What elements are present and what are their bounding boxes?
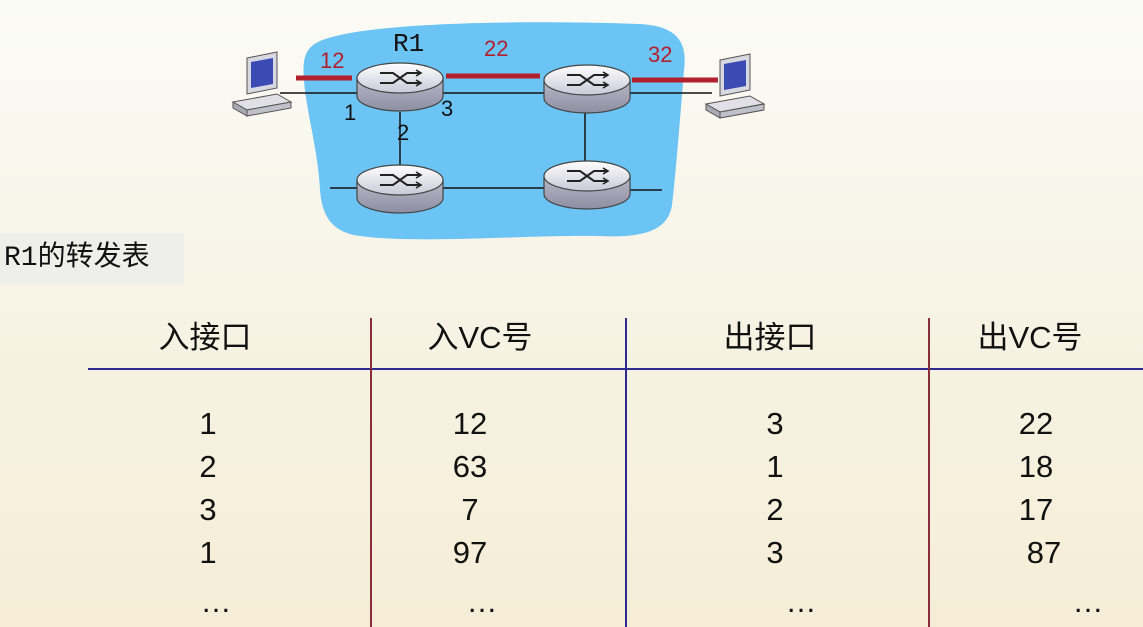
header-in-interface: 入接口 xyxy=(158,320,252,355)
port-label-3: 3 xyxy=(441,96,453,121)
table-cell: 1 xyxy=(766,449,784,484)
table-cell: … xyxy=(785,584,817,619)
column-divider xyxy=(625,318,627,627)
header-in-vc: 入VC号 xyxy=(427,320,533,355)
table-cell: 18 xyxy=(1018,449,1054,484)
router-bottom-right xyxy=(543,160,631,210)
host-right-computer-icon xyxy=(705,53,765,119)
router-r1 xyxy=(356,62,444,112)
header-rule xyxy=(88,368,1143,370)
table-cell: 7 xyxy=(461,492,479,527)
table-cell: 2 xyxy=(766,492,784,527)
forwarding-table-title: R1的转发表 xyxy=(0,233,184,285)
router-name-label: R1 xyxy=(393,29,424,59)
table-cell: 1 xyxy=(199,406,217,441)
table-cell: 17 xyxy=(1018,492,1054,527)
header-out-interface: 出接口 xyxy=(723,320,817,355)
column-divider xyxy=(928,318,930,627)
table-cell: 3 xyxy=(199,492,217,527)
vc-label-middle: 22 xyxy=(484,36,508,61)
table-cell: 97 xyxy=(452,535,488,570)
table-cell: 12 xyxy=(452,406,488,441)
column-divider xyxy=(370,318,372,627)
table-cell: 22 xyxy=(1018,406,1054,441)
vc-path xyxy=(296,73,718,83)
table-cell: … xyxy=(1072,584,1104,619)
header-out-vc: 出VC号 xyxy=(977,320,1083,355)
table-cell: 3 xyxy=(766,406,784,441)
table-cell: 1 xyxy=(199,535,217,570)
router-top-right xyxy=(543,64,631,114)
port-label-2: 2 xyxy=(397,120,409,145)
vc-label-left: 12 xyxy=(320,48,344,73)
host-left-computer-icon xyxy=(232,51,292,117)
table-cell: 87 xyxy=(1026,535,1062,570)
vc-label-right: 32 xyxy=(648,42,672,67)
table-cell: 3 xyxy=(766,535,784,570)
network-diagram: R1 12 22 32 1 2 3 xyxy=(232,22,765,240)
table-cell: 2 xyxy=(199,449,217,484)
router-bottom-left xyxy=(356,164,444,214)
table-cell: … xyxy=(466,584,498,619)
table-cell: 63 xyxy=(452,449,488,484)
port-label-1: 1 xyxy=(344,100,356,125)
table-cell: … xyxy=(200,584,232,619)
